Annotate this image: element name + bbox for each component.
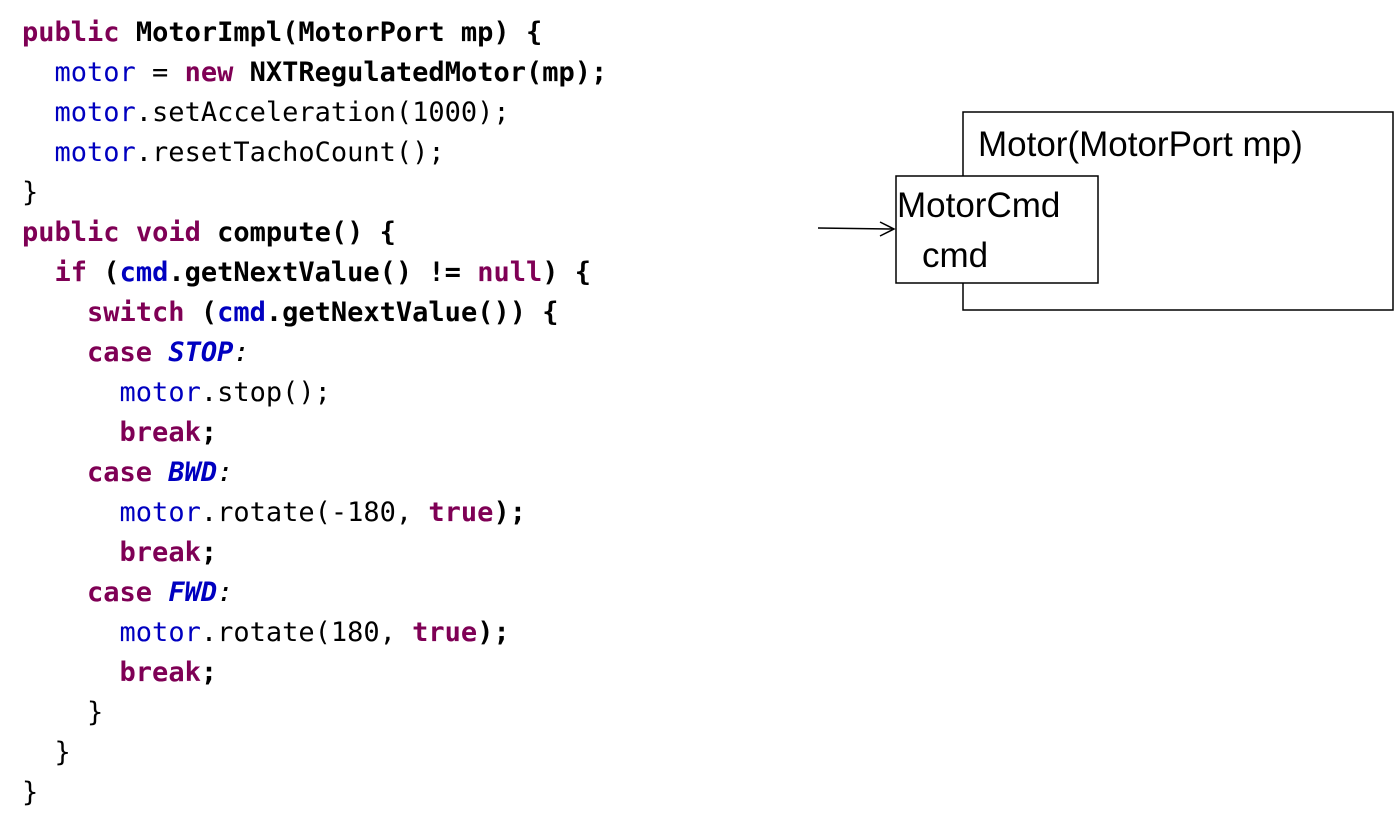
motorcmd-port-box: [895, 175, 1099, 284]
code-token: motor: [54, 137, 136, 168]
code-token: ;: [200, 417, 218, 448]
code-line: case FWD:: [22, 573, 607, 613]
code-token: .rotate(-180,: [200, 497, 429, 528]
code-token: ) {: [542, 257, 592, 288]
code-line: break;: [22, 533, 607, 573]
code-line: }: [22, 733, 607, 773]
code-token: cmd: [119, 257, 169, 288]
code-token: null: [477, 257, 543, 288]
code-token: motor: [54, 57, 136, 88]
code-listing: public MotorImpl(MotorPort mp) { motor =…: [22, 13, 607, 813]
code-token: cmd: [217, 297, 266, 328]
code-line: switch (cmd.getNextValue()) {: [22, 293, 607, 333]
code-line: case STOP:: [22, 333, 607, 373]
code-token: BWD: [168, 457, 218, 488]
code-line: break;: [22, 653, 607, 693]
code-token: }: [22, 697, 104, 728]
motor-component-label: Motor(MotorPort mp): [978, 125, 1303, 164]
code-token: switch: [87, 297, 185, 328]
code-line: public void compute() {: [22, 213, 607, 253]
code-token: motor: [54, 97, 136, 128]
code-token: .stop();: [200, 377, 331, 408]
motorcmd-type-label: MotorCmd: [897, 186, 1061, 225]
code-token: .getNextValue()) {: [265, 297, 559, 328]
code-token: }: [22, 177, 39, 208]
code-token: (: [103, 257, 120, 288]
code-token: .rotate(180,: [200, 617, 413, 648]
code-line: motor.rotate(180, true);: [22, 613, 607, 653]
code-token: ;: [200, 537, 218, 568]
code-line: }: [22, 173, 607, 213]
code-line: motor.stop();: [22, 373, 607, 413]
code-token: true: [428, 497, 494, 528]
code-line: break;: [22, 413, 607, 453]
code-line: motor.setAcceleration(1000);: [22, 93, 607, 133]
code-token: (: [184, 297, 218, 328]
input-arrow-line: [817, 227, 895, 230]
code-token: compute() {: [217, 217, 396, 248]
motorcmd-name-label: cmd: [922, 236, 989, 275]
code-token: case: [87, 577, 153, 608]
code-token: case: [87, 457, 153, 488]
code-line: motor.resetTachoCount();: [22, 133, 607, 173]
code-token: :: [233, 337, 250, 368]
code-token: public: [22, 217, 120, 248]
code-line: }: [22, 693, 607, 733]
code-token: );: [493, 497, 526, 528]
code-token: motor: [119, 377, 201, 408]
code-token: motor: [119, 617, 201, 648]
code-token: STOP: [168, 337, 234, 368]
code-line: if (cmd.getNextValue() != null) {: [22, 253, 607, 293]
code-token: :: [217, 457, 234, 488]
code-line: case BWD:: [22, 453, 607, 493]
code-token: if: [54, 257, 88, 288]
code-token: }: [22, 737, 71, 768]
code-token: .resetTachoCount();: [135, 137, 445, 168]
code-token: case: [87, 337, 153, 368]
code-line: public MotorImpl(MotorPort mp) {: [22, 13, 607, 53]
input-arrow-head: [879, 221, 896, 237]
code-token: :: [217, 577, 234, 608]
code-token: break: [119, 537, 201, 568]
code-token: public: [22, 17, 120, 48]
code-token: FWD: [168, 577, 218, 608]
code-token: }: [22, 777, 39, 808]
code-token: .setAcceleration(1000);: [135, 97, 510, 128]
code-token: MotorImpl(MotorPort mp) {: [135, 17, 543, 48]
code-line: motor.rotate(-180, true);: [22, 493, 607, 533]
code-token: .getNextValue() !=: [168, 257, 478, 288]
code-token: =: [135, 57, 185, 88]
code-token: NXTRegulatedMotor(mp);: [249, 57, 608, 88]
code-token: true: [412, 617, 478, 648]
code-token: ;: [200, 657, 218, 688]
code-token: );: [477, 617, 510, 648]
code-token: motor: [119, 497, 201, 528]
code-line: motor = new NXTRegulatedMotor(mp);: [22, 53, 608, 93]
code-line: }: [22, 773, 607, 813]
code-token: break: [119, 657, 201, 688]
code-token: break: [119, 417, 201, 448]
code-token: void: [135, 217, 201, 248]
code-token: new: [184, 57, 234, 88]
